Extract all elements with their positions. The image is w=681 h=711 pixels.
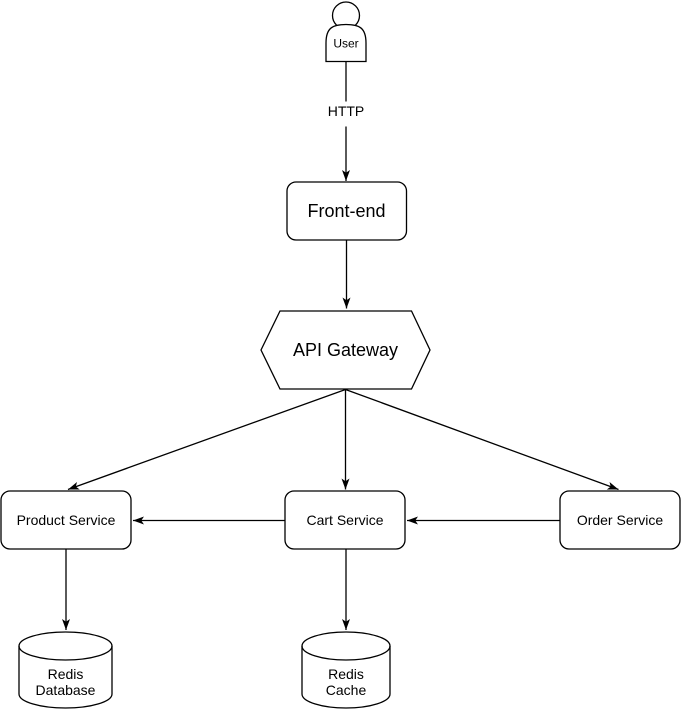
redis-database-cylinder	[18, 631, 113, 709]
node-cart-service-label: Cart Service	[306, 512, 383, 528]
node-user-label: User	[333, 37, 358, 51]
node-redis-database[interactable]: Redis Database	[18, 631, 113, 709]
user-body-icon	[325, 23, 367, 63]
redis-cache-cylinder-lip	[301, 645, 391, 661]
node-redis-database-label-line2: Database	[36, 682, 96, 698]
node-frontend[interactable]: Front-end	[286, 181, 408, 241]
node-order-service-label: Order Service	[577, 512, 664, 528]
node-order-service[interactable]: Order Service	[559, 490, 681, 550]
frontend-box	[286, 181, 408, 241]
api-gateway-hexagon	[260, 310, 431, 390]
node-user[interactable]: User	[325, 1, 367, 63]
node-api-gateway[interactable]: API Gateway	[260, 310, 431, 390]
node-redis-cache-label-line2: Cache	[326, 682, 367, 698]
node-cart-service[interactable]: Cart Service	[284, 490, 406, 550]
edge-label-http: HTTP	[321, 101, 371, 127]
edge-layer: HTTP	[62, 61, 619, 630]
order-service-box	[559, 490, 681, 550]
redis-cache-cylinder	[301, 631, 391, 709]
node-redis-cache-label-line1: Redis	[328, 666, 364, 682]
edge-api-gateway-to-order-service	[345, 388, 619, 491]
cart-service-box	[284, 490, 406, 550]
node-product-service[interactable]: Product Service	[0, 490, 132, 550]
node-redis-database-label-line1: Redis	[48, 666, 84, 682]
edge-label-http-text: HTTP	[328, 103, 365, 119]
edge-label-background	[321, 101, 371, 127]
node-product-service-label: Product Service	[17, 512, 116, 528]
redis-database-cylinder-lip	[18, 645, 113, 661]
product-service-box	[0, 490, 132, 550]
node-redis-cache[interactable]: Redis Cache	[301, 631, 391, 709]
node-api-gateway-label: API Gateway	[293, 340, 398, 360]
edge-api-gateway-to-product-service	[67, 388, 346, 491]
node-frontend-label: Front-end	[307, 201, 385, 221]
